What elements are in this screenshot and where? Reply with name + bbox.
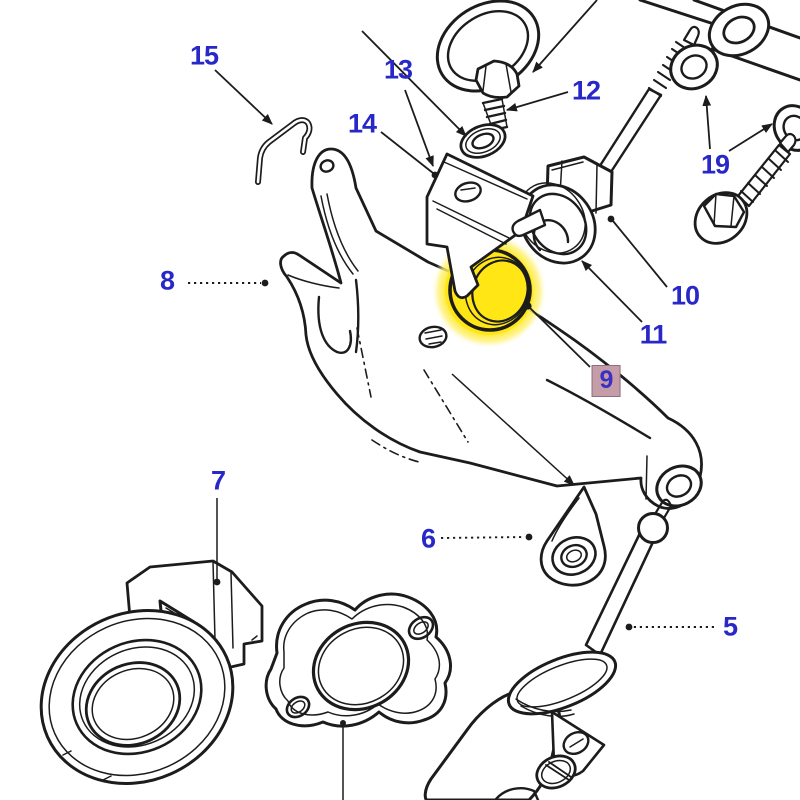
part-washer-19a (669, 43, 719, 91)
assembly-line (451, 373, 575, 486)
part-slave-cylinder (423, 650, 618, 800)
part-release-bearing-7 (39, 559, 264, 785)
callout-13[interactable]: 13 (383, 54, 413, 85)
callout-10[interactable]: 10 (670, 280, 700, 311)
part-gasket (264, 592, 452, 728)
part-clevis-pin (511, 208, 547, 238)
callout-6[interactable]: 6 (420, 523, 436, 554)
callout-14[interactable]: 14 (347, 108, 377, 139)
callout-7[interactable]: 7 (210, 465, 226, 496)
callout-19[interactable]: 19 (700, 149, 730, 180)
part-bolt-19 (693, 132, 797, 245)
part-washer-13 (459, 123, 507, 159)
callout-15[interactable]: 15 (189, 40, 219, 71)
callout-8[interactable]: 8 (159, 265, 175, 296)
callout-11[interactable]: 11 (639, 319, 668, 350)
part-spring-clip-15 (255, 117, 313, 185)
part-link-bracket-6 (539, 485, 607, 587)
callout-9-selected[interactable]: 9 (591, 365, 621, 397)
callout-5[interactable]: 5 (722, 611, 738, 642)
part-bolt-12 (474, 59, 521, 132)
callout-12[interactable]: 12 (571, 75, 601, 106)
leader-lines (188, 0, 773, 800)
part-pivot-bracket-14 (425, 152, 535, 300)
part-lever-end (638, 0, 800, 82)
